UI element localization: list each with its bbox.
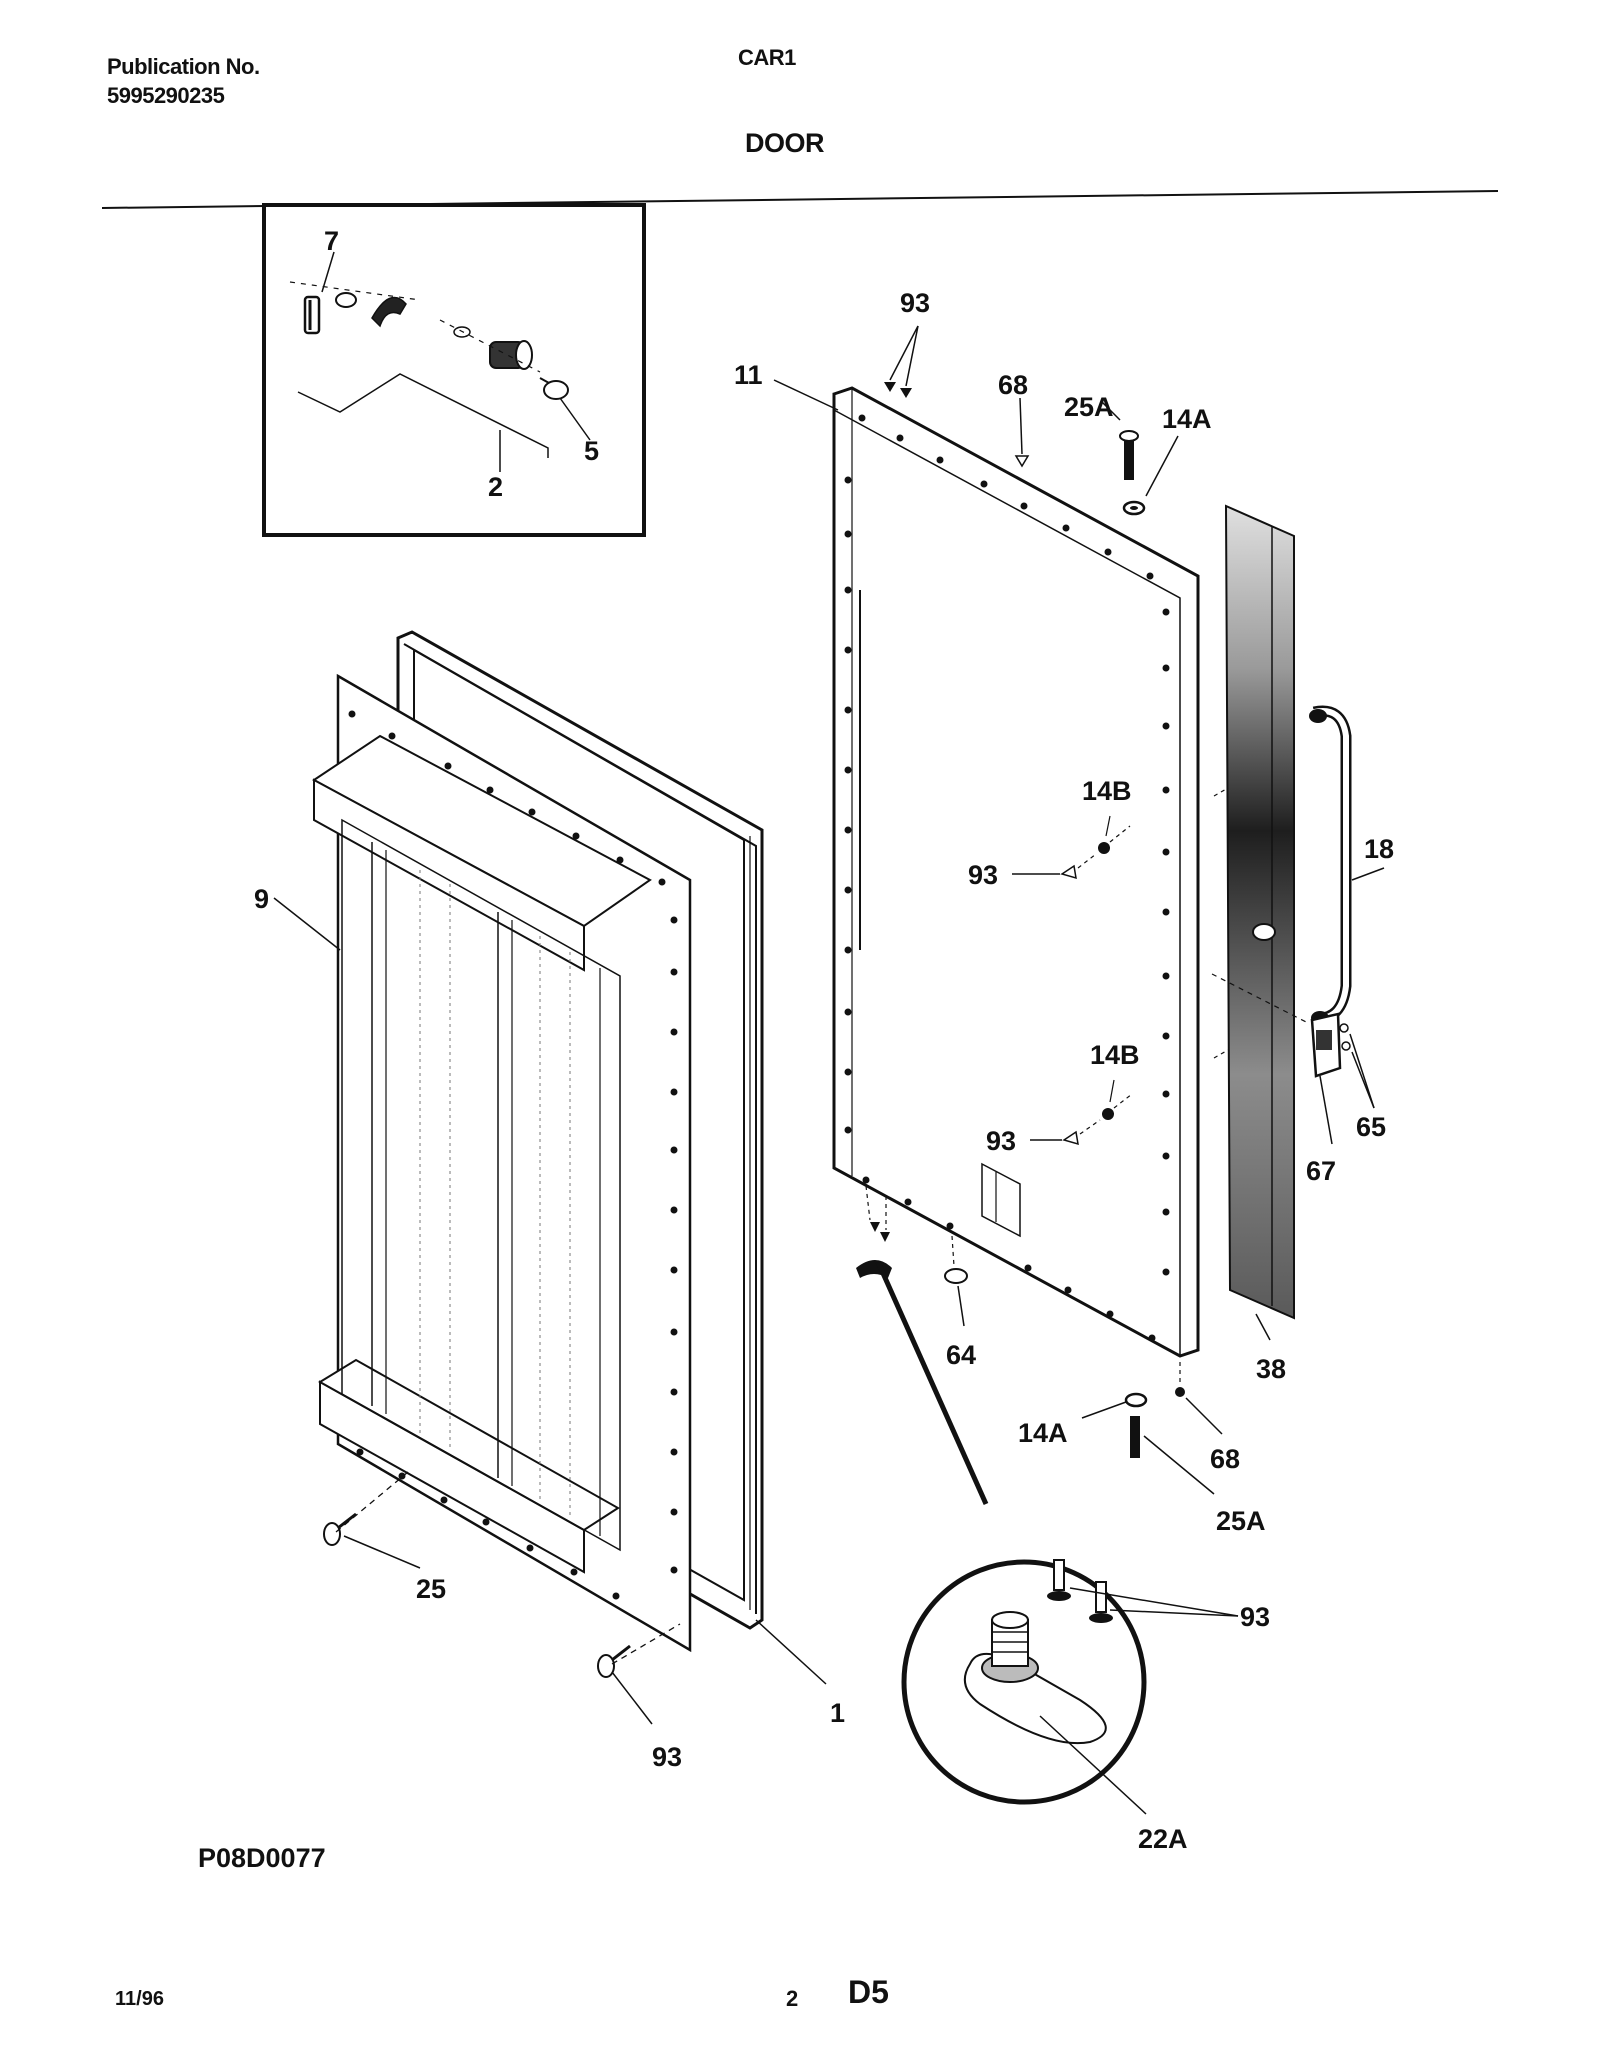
- callout-68-bottom: 68: [1210, 1444, 1240, 1474]
- hinge-pin-detail: [901, 1559, 1239, 1815]
- handle-trim-strip: [1224, 504, 1295, 1341]
- callout-25A-top: 25A: [1064, 392, 1114, 422]
- callout-25: 25: [416, 1574, 446, 1604]
- section-title: DOOR: [745, 128, 825, 158]
- inner-door-liner: [273, 673, 827, 1725]
- callout-11: 11: [734, 360, 763, 390]
- callout-64: 64: [946, 1340, 976, 1370]
- callout-93-top: 93: [900, 288, 930, 318]
- callout-14B-upper: 14B: [1082, 776, 1132, 806]
- callout-14A-bottom: 14A: [1018, 1418, 1068, 1448]
- callout-93-inset: 93: [1240, 1602, 1270, 1632]
- top-fasteners: [884, 325, 1179, 516]
- callout-5: 5: [584, 436, 599, 466]
- callout-7: 7: [324, 226, 339, 256]
- bottom-fasteners: [856, 1185, 1223, 1506]
- callout-65: 65: [1356, 1112, 1386, 1142]
- callout-14B-lower: 14B: [1090, 1040, 1140, 1070]
- publication-label: Publication No.: [107, 54, 260, 79]
- door-handle: [1309, 705, 1385, 1025]
- footer-date: 11/96: [115, 1988, 164, 2010]
- callout-25A-bottom: 25A: [1216, 1506, 1266, 1536]
- hinge-bracket: [1211, 973, 1375, 1145]
- lock-detail-inset: [262, 203, 646, 537]
- callout-9: 9: [254, 884, 269, 914]
- footer-page-number: 2: [786, 1986, 799, 2011]
- callout-2: 2: [488, 472, 503, 502]
- callout-14A-top: 14A: [1162, 404, 1212, 434]
- callout-22A: 22A: [1138, 1824, 1188, 1854]
- callout-93-mid-lower: 93: [986, 1126, 1016, 1156]
- mid-fasteners: [1012, 787, 1229, 1146]
- callout-93-bottom: 93: [652, 1742, 682, 1772]
- callout-18: 18: [1364, 834, 1394, 864]
- footer-section-code: D5: [848, 1974, 889, 2010]
- callout-93-mid-upper: 93: [968, 860, 998, 890]
- figure-code: P08D0077: [198, 1843, 326, 1873]
- callout-38: 38: [1256, 1354, 1286, 1384]
- publication-number: 5995290235: [107, 83, 225, 108]
- callout-1: 1: [830, 1698, 845, 1728]
- model-number: CAR1: [738, 45, 796, 70]
- callout-67: 67: [1306, 1156, 1336, 1186]
- callout-68-top: 68: [998, 370, 1028, 400]
